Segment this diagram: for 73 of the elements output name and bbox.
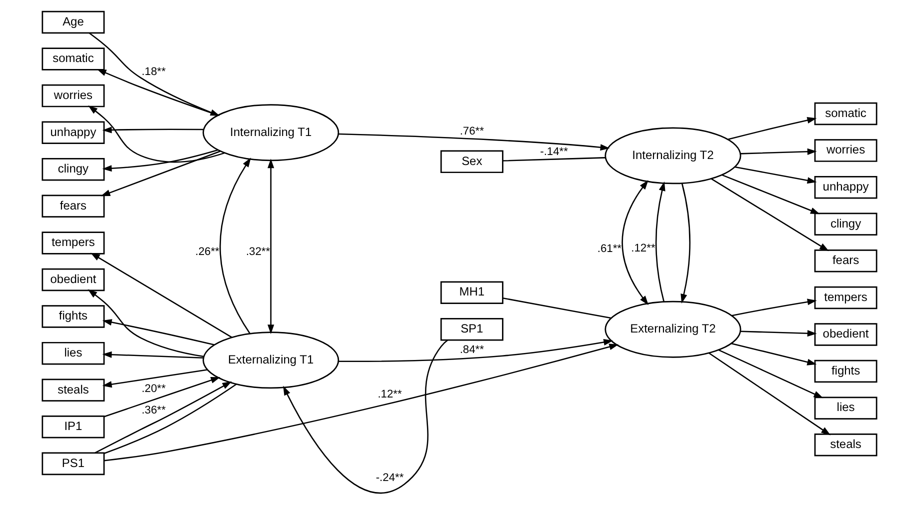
arrow: [734, 166, 816, 184]
arrow: [96, 69, 218, 116]
arrow: [730, 342, 816, 366]
edge-label: .20**: [141, 383, 166, 396]
arrow: [721, 174, 820, 214]
arrow: [102, 351, 203, 358]
node-box: fears: [814, 250, 877, 272]
node-box: somatic: [814, 102, 877, 126]
connector: [502, 157, 605, 162]
node-box: Age: [41, 10, 104, 34]
arrow: [718, 349, 823, 398]
edge-label: .32**: [245, 246, 270, 258]
arrow: [621, 180, 648, 306]
connector: [502, 297, 610, 319]
arrow: [104, 344, 618, 462]
node-box: lies: [814, 396, 877, 420]
arrow: [219, 158, 250, 334]
arrow: [90, 252, 232, 338]
arrow: [104, 377, 220, 418]
arrow: [731, 298, 816, 316]
arrow: [87, 289, 204, 358]
arrow: [708, 352, 830, 436]
edge-label: .61**: [596, 242, 621, 255]
arrow: [740, 330, 816, 337]
node-box: worries: [41, 84, 104, 108]
node-box: lies: [41, 342, 104, 365]
node-box: tempers: [814, 286, 877, 310]
node-box: PS1: [41, 452, 104, 476]
arrow: [338, 338, 613, 362]
node-box: tempers: [41, 232, 104, 254]
node-box: obedient: [41, 268, 104, 292]
edge-label: .36**: [141, 404, 166, 417]
arrow: [267, 158, 274, 334]
node-box: Sex: [440, 150, 503, 174]
arrow: [680, 183, 690, 304]
node-box: unhappy: [814, 176, 877, 199]
edge-label: .76**: [459, 126, 484, 138]
edge-label: .18**: [141, 66, 166, 78]
node-box: fights: [814, 360, 877, 383]
arrow: [282, 340, 448, 494]
node-box: clingy: [41, 158, 104, 181]
node-box: SP1: [440, 318, 503, 341]
node-ellipse: Externalizing T2: [604, 300, 741, 358]
arrow: [338, 133, 610, 151]
node-box: fights: [41, 305, 104, 328]
edge-label: .12**: [630, 242, 655, 255]
node-box: clingy: [814, 212, 877, 236]
arrow: [710, 178, 828, 252]
node-box: MH1: [440, 281, 503, 304]
node-ellipse: Internalizing T1: [202, 104, 339, 162]
arrow: [102, 126, 204, 134]
node-ellipse: Internalizing T2: [604, 127, 741, 184]
arrow: [102, 369, 207, 388]
arrow: [654, 181, 665, 302]
arrow: [100, 150, 220, 196]
node-box: worries: [814, 139, 877, 162]
edge-label: .12**: [377, 388, 402, 400]
edge-label: -.24**: [375, 472, 404, 484]
node-box: unhappy: [41, 121, 104, 144]
arrow: [102, 149, 218, 172]
arrow: [740, 148, 816, 155]
node-box: obedient: [814, 323, 877, 346]
node-box: steals: [814, 433, 877, 456]
arrow: [102, 319, 214, 346]
node-box: fears: [41, 194, 104, 218]
edge-label: -.14**: [540, 146, 568, 158]
arrow: [727, 117, 816, 140]
edge-label: .26**: [194, 246, 219, 258]
node-box: IP1: [41, 416, 104, 438]
node-box: somatic: [41, 48, 104, 70]
arrow: [88, 106, 224, 163]
edge-label: .84**: [459, 344, 484, 356]
node-box: steals: [41, 378, 104, 402]
